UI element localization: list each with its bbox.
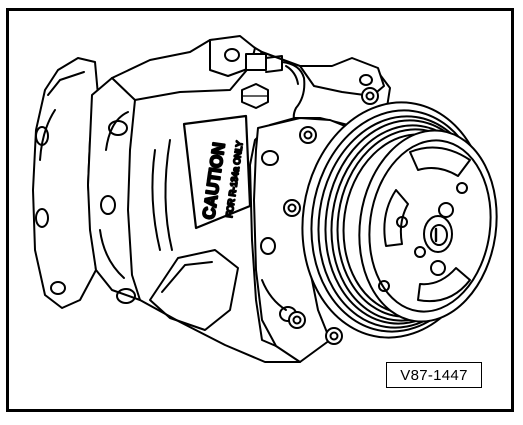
mounting-bolts <box>283 87 379 345</box>
shaft-hub <box>423 215 453 253</box>
rear-housing <box>32 57 99 309</box>
hex-bolt <box>241 83 269 109</box>
top-mount-lug <box>209 35 385 97</box>
caution-label-plate: CAUTION FOR R-134a ONLY <box>182 114 252 230</box>
figure-reference-code: V87-1447 <box>386 362 482 388</box>
